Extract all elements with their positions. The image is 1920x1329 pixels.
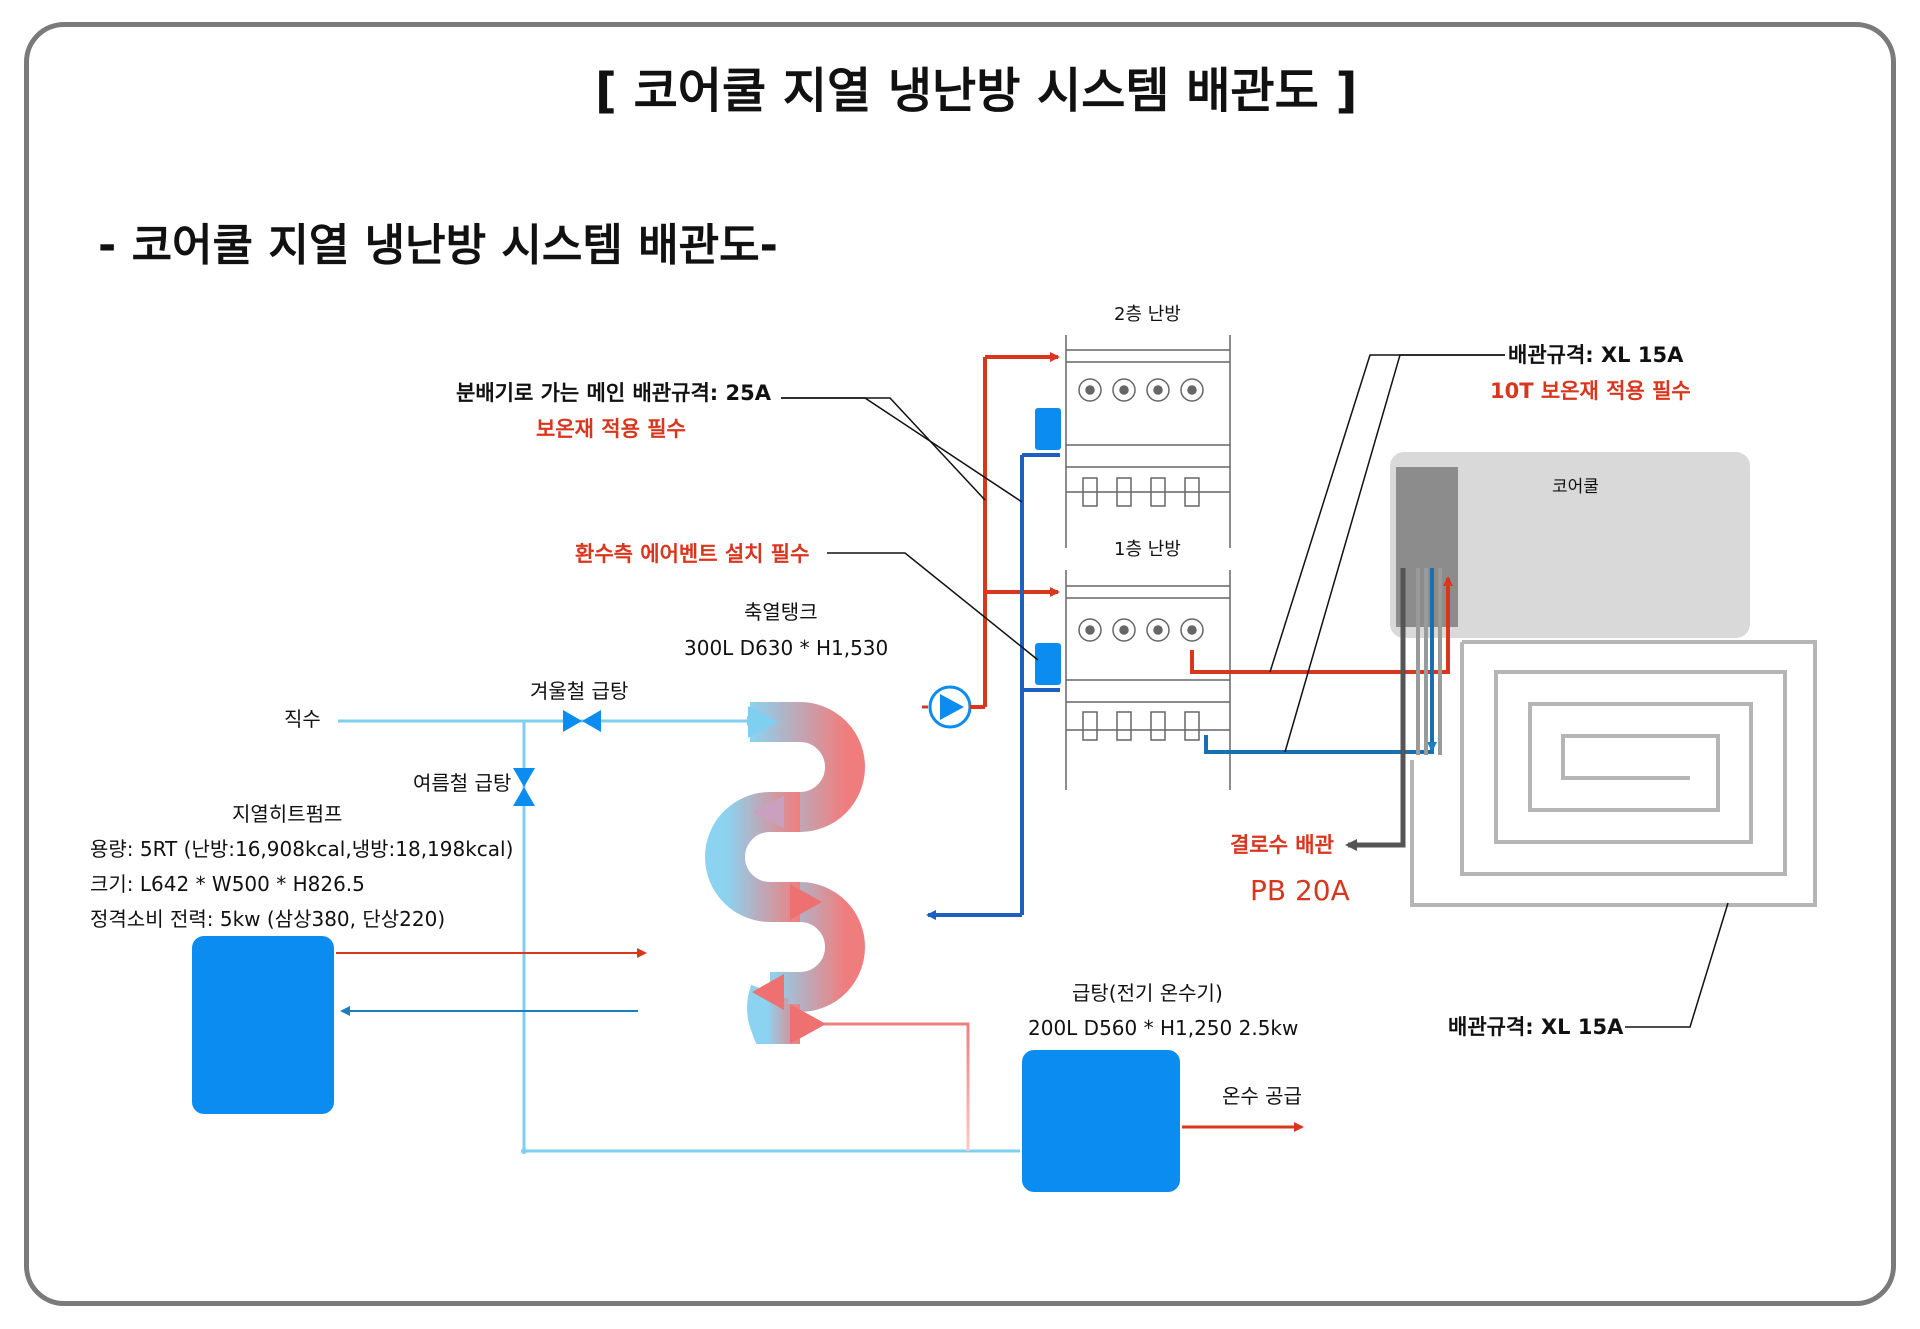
water-heater-spec-label: 200L D560 * H1,250 2.5kw: [1028, 1016, 1299, 1040]
page-title: [ 코어쿨 지열 냉난방 시스템 배관도 ]: [595, 63, 1358, 119]
corecool-label: 코어쿨: [1552, 477, 1599, 497]
heatpump-power-label: 정격소비 전력: 5kw (삼상380, 단상220): [90, 907, 446, 931]
winter-valve-icon: [563, 710, 601, 732]
manifold-1f: [1065, 570, 1231, 790]
floor1-label: 1층 난방: [1114, 539, 1181, 560]
air-vent-upper-icon: [1035, 408, 1061, 450]
air-vent-label: 환수측 에어벤트 설치 필수: [575, 542, 810, 566]
return-riser: [926, 453, 1060, 920]
water-heater-name-label: 급탕(전기 온수기): [1072, 981, 1223, 1005]
summer-hot-water-label: 여름철 급탕: [413, 771, 512, 795]
manifold-2f: [1065, 335, 1231, 548]
condensate-spec-label: PB 20A: [1250, 874, 1350, 907]
tank-coil: [705, 702, 865, 1044]
tank-name-label: 축열탱크: [744, 600, 818, 624]
heatpump-name-label: 지열히트펌프: [232, 802, 343, 826]
heatpump-size-label: 크기: L642 * W500 * H826.5: [90, 872, 365, 896]
heatpump-capacity-label: 용량: 5RT (난방:16,908kcal,냉방:18,198kcal): [90, 837, 514, 861]
condensate-pipe: [1345, 568, 1406, 851]
water-heater-unit: [1022, 1050, 1180, 1192]
diagram-frame: [24, 22, 1896, 1306]
pipe-spec-top-label: 배관규격: XL 15A: [1508, 343, 1684, 367]
pipe-spec-bottom-label: 배관규격: XL 15A: [1448, 1015, 1624, 1039]
insulation-label: 보온재 적용 필수: [536, 417, 686, 441]
air-vent-lower-icon: [1035, 643, 1061, 685]
floor-heating-coil: [1410, 640, 1817, 907]
winter-hot-water-label: 겨울철 급탕: [530, 679, 629, 703]
floor2-label: 2층 난방: [1114, 304, 1181, 325]
condensate-label: 결로수 배관: [1230, 833, 1334, 857]
tank-to-heater-line: [812, 1022, 970, 1151]
tank-coil-arrows: [748, 706, 826, 1044]
pump-icon: [928, 685, 972, 729]
hot-water-supply-label: 온수 공급: [1222, 1084, 1302, 1108]
insulation-10t-label: 10T 보온재 적용 필수: [1490, 379, 1691, 403]
corecool-unit: [1390, 452, 1750, 638]
section-subtitle: - 코어쿨 지열 냉난방 시스템 배관도-: [98, 220, 778, 271]
leader-lines: [781, 354, 1729, 1028]
heat-pump-unit: [192, 936, 334, 1114]
summer-valve-icon: [513, 768, 535, 806]
floor-supply-pipe: [1190, 576, 1453, 674]
main-pipe-label: 분배기로 가는 메인 배관규격: 25A: [456, 381, 771, 405]
direct-water-label: 직수: [284, 707, 321, 731]
tank-spec-label: 300L D630 * H1,530: [684, 636, 889, 660]
